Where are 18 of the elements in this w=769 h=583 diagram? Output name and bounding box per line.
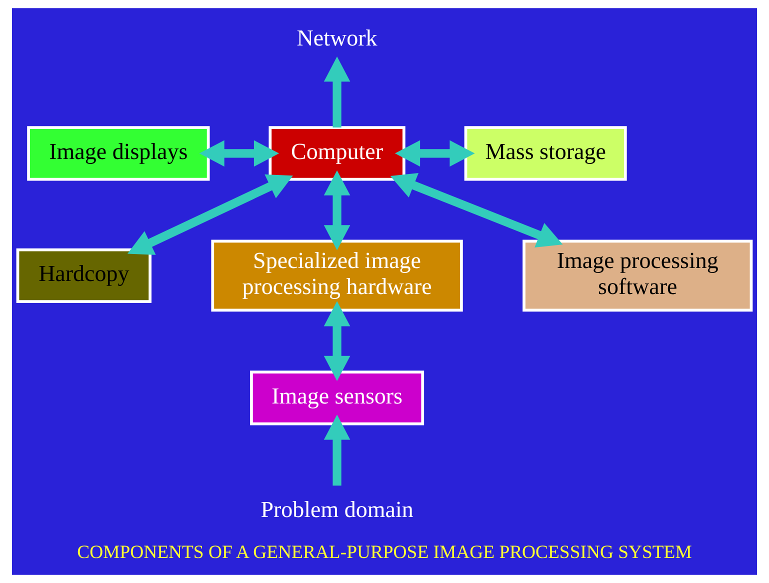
arrow bbox=[324, 301, 350, 382]
node-box: Image sensors bbox=[250, 370, 424, 426]
arrow bbox=[324, 56, 350, 128]
node-box: Hardcopy bbox=[16, 248, 152, 303]
node-text: Problem domain bbox=[260, 496, 414, 522]
arrow bbox=[324, 414, 350, 486]
node-box: Specialized image processing hardware bbox=[211, 240, 463, 312]
arrow bbox=[394, 140, 475, 167]
node-text: Network bbox=[296, 24, 378, 50]
caption: COMPONENTS OF A GENERAL-PURPOSE IMAGE PROCESSING SYSTEM bbox=[77, 542, 692, 564]
node-box: Computer bbox=[268, 126, 406, 181]
arrow bbox=[199, 140, 280, 167]
arrow bbox=[390, 173, 563, 248]
node-box: Mass storage bbox=[464, 126, 627, 181]
arrow bbox=[127, 174, 293, 255]
arrow bbox=[324, 170, 350, 250]
node-box: Image displays bbox=[27, 126, 210, 181]
node-box: Image processing software bbox=[522, 240, 753, 312]
